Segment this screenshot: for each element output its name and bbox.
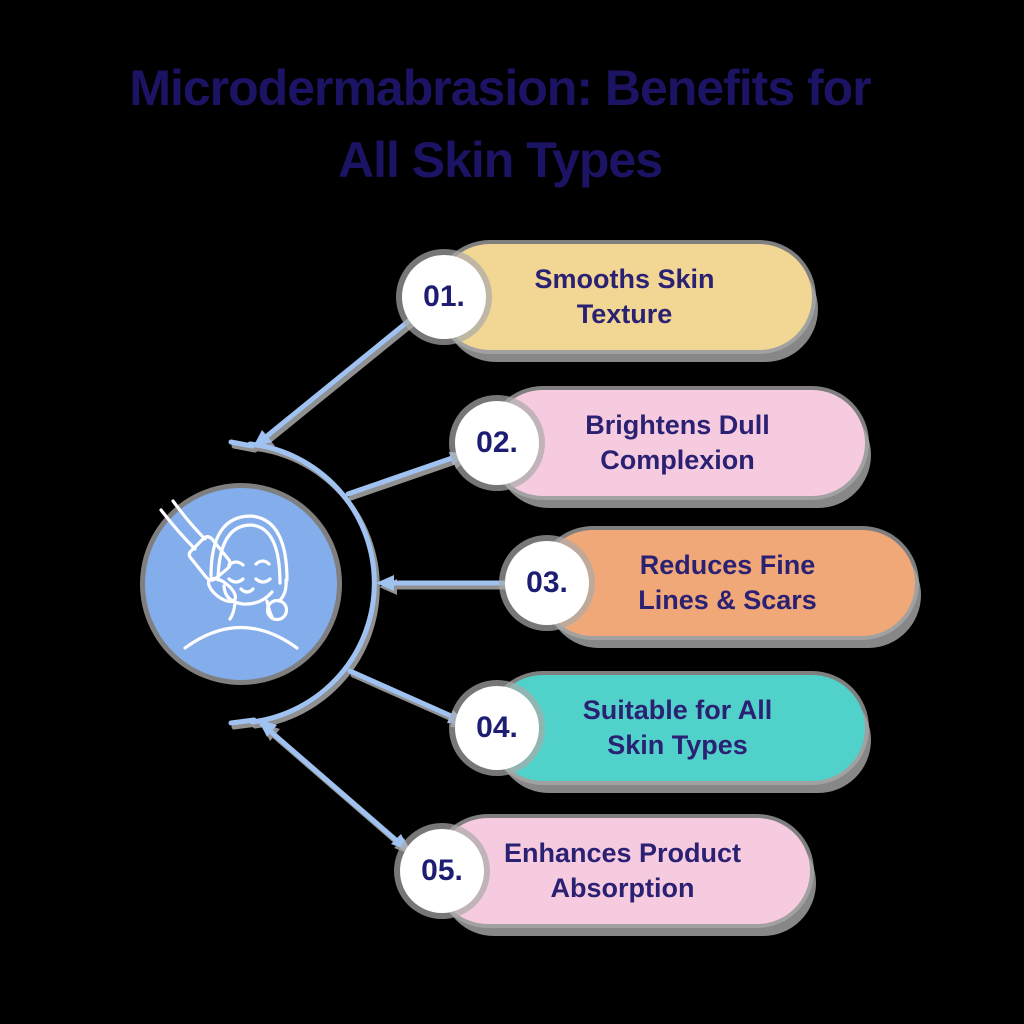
benefit-label-5-line-2: Absorption (550, 873, 695, 903)
benefit-label-3: Reduces Fine Lines & Scars (638, 548, 817, 618)
facial-treatment-icon (159, 499, 299, 650)
benefit-label-2-line-1: Brightens Dull (585, 410, 770, 440)
connector-line-5 (259, 721, 407, 850)
benefit-label-4: Suitable for All Skin Types (583, 693, 773, 763)
benefit-label-2: Brightens Dull Complexion (585, 408, 770, 478)
benefit-pill-4: 04. Suitable for All Skin Types (455, 675, 865, 781)
benefit-number-badge-5: 05. (400, 829, 484, 913)
page-title: Microdermabrasion: Benefits for All Skin… (0, 52, 1000, 196)
benefit-number-badge-1: 01. (402, 255, 486, 339)
eyebrow-right (254, 559, 271, 566)
arc-bottom-tick (228, 717, 257, 726)
benefit-number-badge-2: 02. (455, 401, 539, 485)
smile (239, 587, 255, 594)
title-line-2: All Skin Types (337, 132, 663, 188)
arrowhead-5b (391, 834, 410, 851)
arrowhead-1 (253, 430, 272, 447)
benefit-label-4-line-1: Suitable for All (582, 695, 773, 725)
benefit-label-1: Smooths Skin Texture (534, 262, 714, 332)
benefit-label-5: Enhances Product Absorption (504, 836, 741, 906)
benefit-number-badge-4: 04. (455, 686, 539, 770)
benefit-label-2-line-2: Complexion (600, 445, 755, 475)
wand-tip (206, 576, 238, 604)
connector-line-4 (347, 668, 461, 722)
benefit-label-1-line-1: Smooths Skin (534, 264, 715, 294)
neck-left (228, 601, 237, 621)
arrowhead-3 (376, 575, 394, 591)
benefit-label-3-line-2: Lines & Scars (638, 585, 817, 615)
benefit-label-1-line-2: Texture (576, 299, 673, 329)
headband-outer (209, 514, 289, 582)
arc-top-tick (228, 439, 255, 449)
title-line-1: Microdermabrasion: Benefits for (129, 60, 871, 116)
benefit-label-4-line-2: Skin Types (607, 730, 748, 760)
eye-left (227, 577, 245, 584)
wand-tube-line-1 (159, 508, 197, 551)
connector-line-2 (345, 453, 461, 497)
jaw-line (222, 584, 274, 606)
eye-right (254, 577, 272, 584)
hair-bun (265, 598, 289, 622)
benefit-pill-1: 01. Smooths Skin Texture (402, 244, 812, 350)
benefit-number-badge-3: 03. (505, 541, 589, 625)
connector-line-1 (253, 299, 435, 448)
arrowhead-5a (258, 719, 277, 737)
benefit-label-5-line-1: Enhances Product (503, 838, 742, 868)
benefit-pill-3: 03. Reduces Fine Lines & Scars (505, 530, 915, 636)
benefit-pill-2: 02. Brightens Dull Complexion (455, 390, 865, 496)
neck-right (265, 599, 274, 619)
benefit-label-3-line-1: Reduces Fine (639, 550, 816, 580)
benefit-pill-5: 05. Enhances Product Absorption (400, 818, 810, 924)
eyebrow-left (227, 560, 245, 567)
shoulders (183, 625, 299, 650)
wand-tube-line-2 (171, 499, 207, 541)
orbit-arc (247, 441, 377, 725)
headband-inner (216, 523, 282, 585)
center-illustration (145, 488, 337, 680)
wand-handpiece (187, 535, 232, 582)
